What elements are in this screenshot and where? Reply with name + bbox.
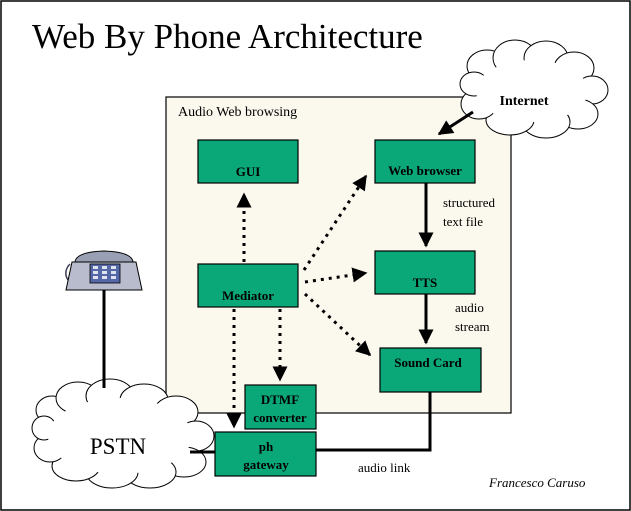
container-label: Audio Web browsing bbox=[178, 105, 297, 120]
mediator-box: Mediator bbox=[197, 263, 299, 308]
web-browser-box: Web browser bbox=[374, 139, 476, 184]
audio-link-line bbox=[316, 392, 432, 452]
diagram-title: Web By Phone Architecture bbox=[32, 17, 423, 56]
gateway-label-line2: gateway bbox=[243, 457, 289, 472]
gui-label: GUI bbox=[236, 164, 261, 179]
dtmf-label-line2: converter bbox=[253, 410, 307, 425]
mediator-to-browser-arrow bbox=[302, 174, 368, 271]
audio-link-label: audio link bbox=[358, 460, 411, 475]
sound-card-box: Sound Card bbox=[379, 347, 482, 393]
pstn-label: PSTN bbox=[90, 434, 147, 459]
web-browser-label: Web browser bbox=[388, 163, 462, 178]
mediator-to-soundcard-arrow bbox=[303, 292, 372, 357]
phone-gateway-box: ph gateway bbox=[214, 431, 317, 477]
sound-card-label: Sound Card bbox=[394, 355, 462, 370]
pstn-cloud: PSTN bbox=[31, 378, 215, 489]
dotted-connectors bbox=[226, 174, 372, 429]
structured-label-line2: text file bbox=[443, 214, 483, 229]
author-credit: Francesco Caruso bbox=[488, 475, 586, 490]
gateway-label-line1: ph bbox=[259, 439, 274, 454]
audio-label-line1: audio bbox=[455, 300, 484, 315]
internet-to-browser-arrow bbox=[437, 110, 474, 136]
gui-box: GUI bbox=[197, 139, 299, 184]
internet-cloud: Internet bbox=[459, 39, 609, 139]
tts-box: TTS bbox=[374, 250, 476, 295]
mediator-to-tts-arrow bbox=[304, 267, 368, 284]
tts-label: TTS bbox=[413, 275, 438, 290]
structured-label-line1: structured bbox=[443, 195, 495, 210]
solid-connectors bbox=[190, 110, 474, 454]
dtmf-label-line1: DTMF bbox=[261, 392, 299, 407]
mediator-label: Mediator bbox=[222, 288, 274, 303]
audio-label-line2: stream bbox=[455, 319, 490, 334]
telephone-icon bbox=[65, 250, 143, 291]
internet-label: Internet bbox=[500, 94, 549, 109]
dtmf-converter-box: DTMF converter bbox=[244, 384, 317, 430]
